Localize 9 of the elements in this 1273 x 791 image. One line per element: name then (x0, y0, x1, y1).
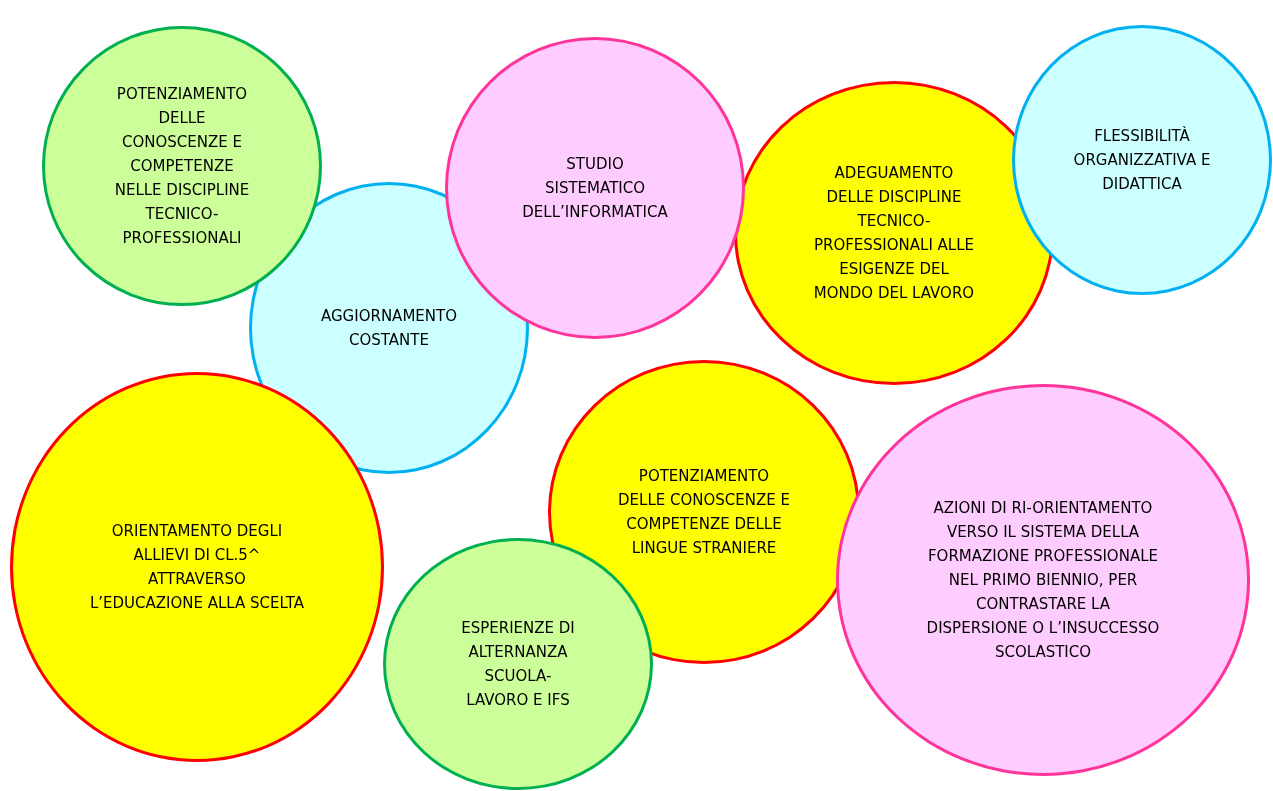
node-text: ADEGUAMENTO DELLE DISCIPLINE TECNICO-PROFESSIONALI ALLE ESIGENZE DEL MONDO DEL LAVORO (812, 163, 976, 304)
node-text: STUDIO SISTEMATICO DELL’INFORMATICA (521, 154, 669, 223)
node-text: AGGIORNAMENTO COSTANTE (320, 306, 458, 351)
node-text: ORIENTAMENTO DEGLI ALLIEVI DI CL.5^ ATTRAVERSO L’EDUCAZIONE ALLA SCELTA (89, 521, 305, 614)
node-text: AZIONI DI RI-ORIENTAMENTO VERSO IL SISTEMA DELLA FORMAZIONE PROFESSIONALE NEL PRIMO BIENNIO, PER CONTRASTARE LA DISPERSIONE O L’INSUCCESSO SCOLASTICO (925, 498, 1161, 663)
node-text: POTENZIAMENTO DELLE CONOSCENZE E COMPETENZE NELLE DISCIPLINE TECNICO-PROFESSIONALI (113, 84, 251, 249)
node-text: ESPERIENZE DI ALTERNANZA SCUOLA-LAVORO E IFS (460, 618, 576, 711)
node-text: FLESSIBILITÀ ORGANIZZATIVA E DIDATTICA (1072, 125, 1212, 195)
node-text: POTENZIAMENTO DELLE CONOSCENZE E COMPETENZE DELLE LINGUE STRANIERE (617, 466, 791, 559)
